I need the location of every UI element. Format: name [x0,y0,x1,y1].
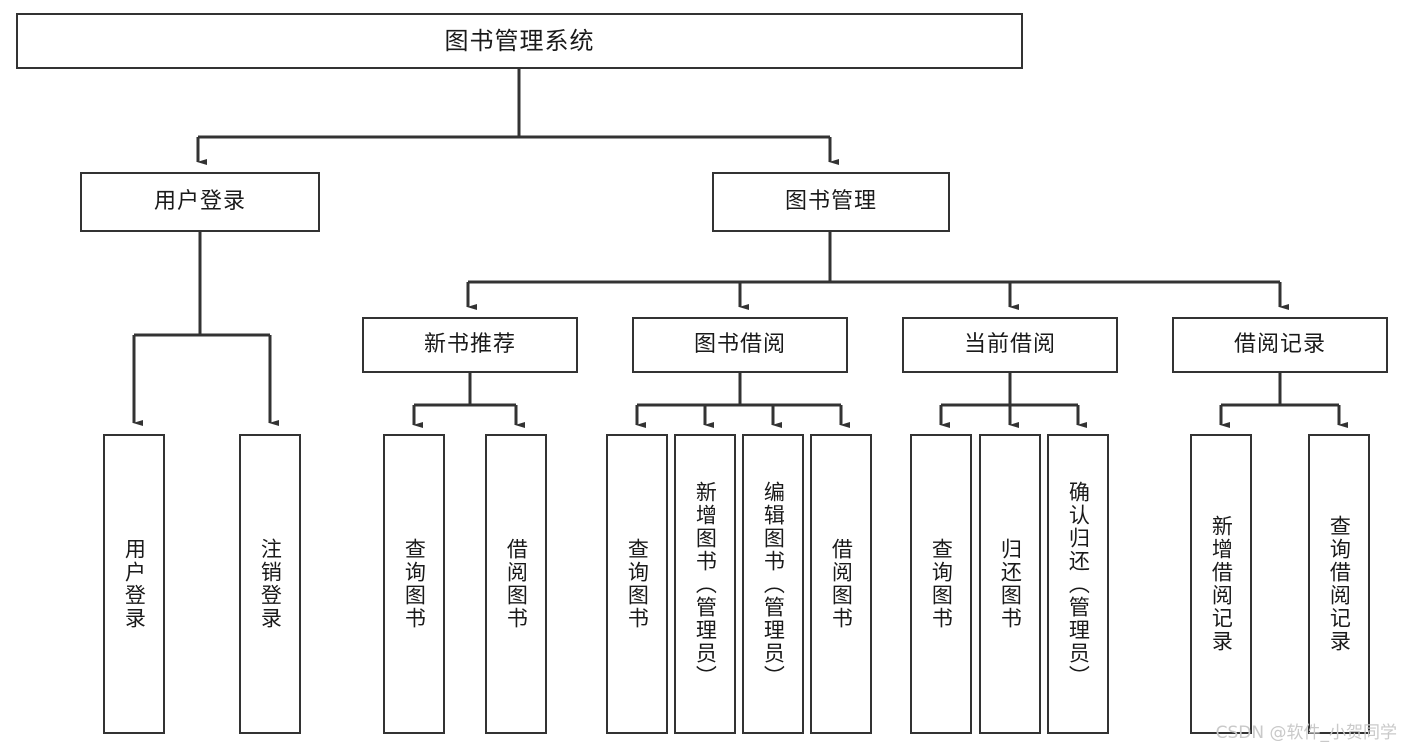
node-borrow-record[interactable]: 借阅记录 [1172,317,1388,373]
node-new-book-recommend[interactable]: 新书推荐 [362,317,578,373]
leaf-logout-login[interactable]: 注销登录 [239,434,301,734]
node-book-manage[interactable]: 图书管理 [712,172,950,232]
leaf-query-book-1[interactable]: 查询图书 [383,434,445,734]
leaf-return-book[interactable]: 归还图书 [979,434,1041,734]
leaf-user-login[interactable]: 用户登录 [103,434,165,734]
leaf-add-record-label: 新增借阅记录 [1209,515,1234,653]
root-node-label: 图书管理系统 [444,26,595,55]
leaf-borrow-book-2-label: 借阅图书 [829,538,854,630]
leaf-borrow-book-2[interactable]: 借阅图书 [810,434,872,734]
leaf-borrow-book-1[interactable]: 借阅图书 [485,434,547,734]
root-node-book-management-system[interactable]: 图书管理系统 [16,13,1023,69]
leaf-add-record[interactable]: 新增借阅记录 [1190,434,1252,734]
csdn-watermark: CSDN @软件_小贺同学 [1215,723,1397,743]
node-borrow-record-label: 借阅记录 [1233,332,1326,358]
node-user-login-label: 用户登录 [153,189,246,215]
node-new-book-recommend-label: 新书推荐 [423,332,516,358]
leaf-query-record-label: 查询借阅记录 [1327,515,1352,653]
leaf-query-book-3-label: 查询图书 [929,538,954,630]
leaf-query-book-1-label: 查询图书 [402,538,427,630]
node-book-borrow-label: 图书借阅 [693,332,786,358]
node-book-manage-label: 图书管理 [784,189,877,215]
node-current-borrow-label: 当前借阅 [963,332,1056,358]
leaf-logout-login-label: 注销登录 [258,538,283,630]
node-book-borrow[interactable]: 图书借阅 [632,317,848,373]
leaf-add-book[interactable]: 新增图书（管理员） [674,434,736,734]
leaf-add-book-label: 新增图书（管理员） [693,480,718,688]
node-user-login[interactable]: 用户登录 [80,172,320,232]
leaf-user-login-label: 用户登录 [122,538,147,630]
leaf-query-book-3[interactable]: 查询图书 [910,434,972,734]
leaf-query-record[interactable]: 查询借阅记录 [1308,434,1370,734]
leaf-confirm-return-label: 确认归还（管理员） [1066,480,1091,688]
node-current-borrow[interactable]: 当前借阅 [902,317,1118,373]
leaf-borrow-book-1-label: 借阅图书 [504,538,529,630]
leaf-query-book-2-label: 查询图书 [625,538,650,630]
leaf-return-book-label: 归还图书 [998,538,1023,630]
leaf-edit-book-label: 编辑图书（管理员） [761,480,786,688]
leaf-query-book-2[interactable]: 查询图书 [606,434,668,734]
leaf-edit-book[interactable]: 编辑图书（管理员） [742,434,804,734]
leaf-confirm-return[interactable]: 确认归还（管理员） [1047,434,1109,734]
